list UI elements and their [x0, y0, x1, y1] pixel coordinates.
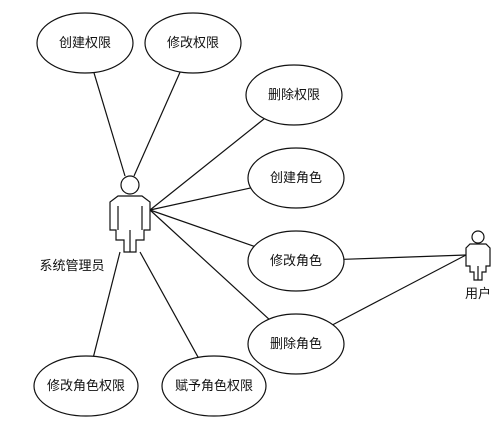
association-line-admin-modify-role [149, 209, 255, 247]
use-case-label: 创建权限 [59, 35, 111, 51]
use-case-create-role[interactable]: 创建角色 [247, 147, 345, 209]
use-case-label: 修改角色 [270, 253, 322, 269]
association-line-user-modify-role [343, 254, 467, 260]
association-line-admin-delete-role [149, 209, 270, 320]
use-case-label: 创建角色 [270, 170, 322, 186]
use-case-delete-permission[interactable]: 删除权限 [245, 64, 343, 126]
stick-figure-actor-icon [465, 230, 491, 281]
actor-user[interactable]: 用户 [465, 230, 491, 302]
use-case-grant-role-permission[interactable]: 赋予角色权限 [161, 355, 267, 417]
stick-figure-actor-icon [109, 175, 151, 253]
actor-label: 系统管理员 [39, 259, 104, 274]
association-line-admin-modify-perm [133, 71, 181, 177]
association-line-user-delete-role [332, 254, 467, 326]
use-case-label: 删除角色 [270, 336, 322, 352]
actor-label: 用户 [465, 286, 491, 302]
association-line-admin-grant-role-perm [139, 251, 199, 358]
association-line-admin-delete-perm [149, 118, 265, 211]
association-lines [92, 71, 467, 358]
use-case-modify-role[interactable]: 修改角色 [247, 230, 345, 292]
use-case-label: 修改权限 [167, 35, 219, 51]
use-case-label: 删除权限 [268, 87, 320, 103]
association-line-admin-create-role [149, 187, 251, 211]
use-case-modify-role-permission[interactable]: 修改角色权限 [33, 355, 139, 417]
use-case-label: 赋予角色权限 [175, 378, 253, 394]
use-case-create-permission[interactable]: 创建权限 [36, 12, 134, 74]
actor-system-administrator[interactable]: 系统管理员 [39, 175, 151, 274]
use-case-delete-role[interactable]: 删除角色 [247, 313, 345, 375]
association-line-admin-modify-role-perm [92, 251, 121, 357]
use-case-modify-permission[interactable]: 修改权限 [144, 12, 242, 74]
association-line-admin-create-perm [93, 72, 126, 177]
use-case-label: 修改角色权限 [47, 378, 125, 394]
